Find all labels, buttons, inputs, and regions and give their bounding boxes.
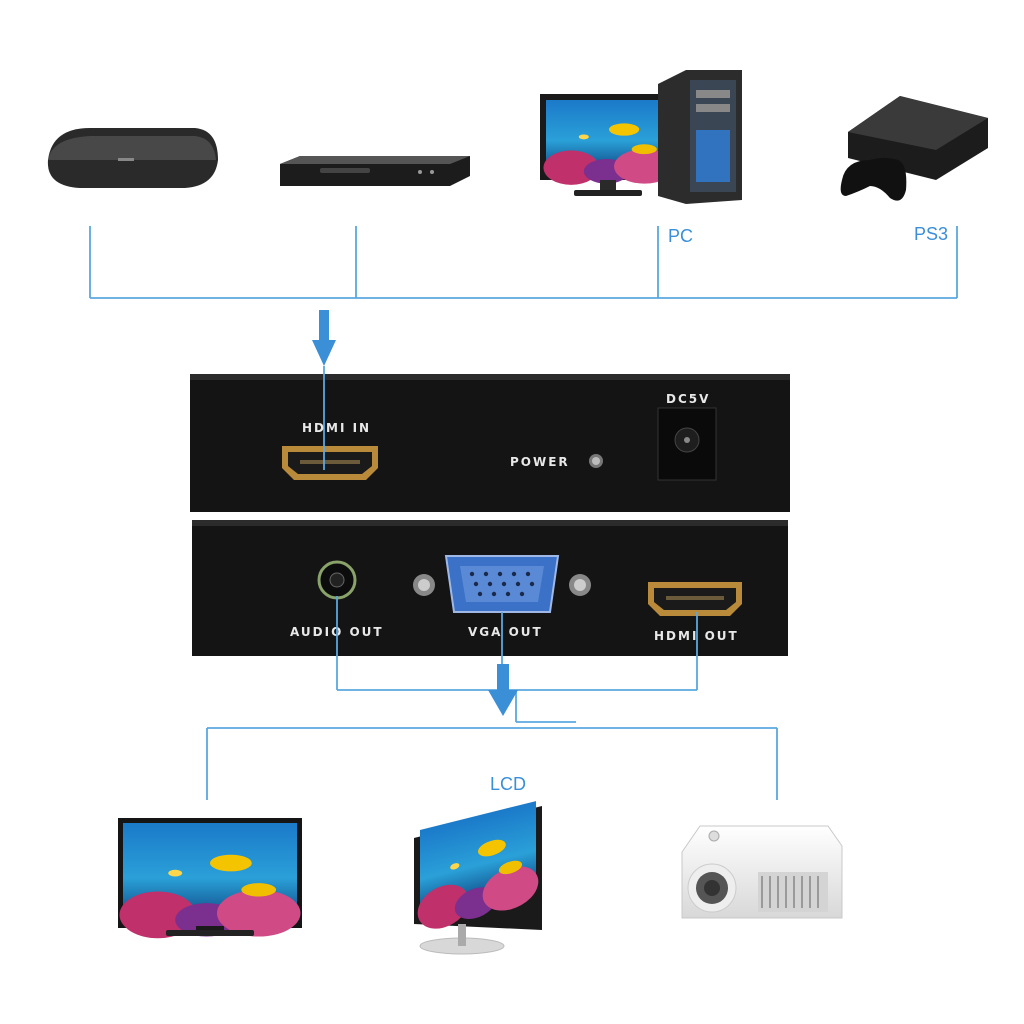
- converter-input-panel: HDMI IN POWER DC5V: [190, 366, 790, 512]
- vga-screw-right-icon: [569, 574, 591, 596]
- vga-out-port-icon: [446, 556, 558, 612]
- lcd-label: LCD: [490, 774, 526, 794]
- hdmi-out-port-icon: [648, 582, 742, 616]
- input-connector-lines: [90, 226, 957, 298]
- tv-icon: [118, 818, 302, 938]
- vga-screw-left-icon: [413, 574, 435, 596]
- projector-icon: [682, 826, 842, 918]
- dvd-player-icon: [280, 156, 470, 186]
- ps3-icon: [841, 96, 988, 201]
- dc-label: DC5V: [666, 392, 710, 406]
- dc-jack-icon: [658, 408, 716, 480]
- ps3-label: PS3: [914, 224, 948, 244]
- power-led-icon: [589, 454, 603, 468]
- lcd-monitor-icon: [414, 800, 542, 954]
- output-arrow-icon: [488, 664, 518, 716]
- input-arrow-icon: [312, 310, 336, 366]
- set-top-box-icon: [48, 128, 218, 188]
- converter-output-panel: AUDIO OUT VGA OUT HDMI OUT: [192, 520, 788, 656]
- vga-out-label: VGA OUT: [468, 625, 543, 639]
- hdmi-in-port-icon: [282, 446, 378, 480]
- power-label: POWER: [510, 455, 570, 469]
- pc-label: PC: [668, 226, 693, 246]
- hdmi-in-label: HDMI IN: [302, 421, 371, 435]
- audio-out-port-icon: [319, 562, 355, 598]
- pc-icon: [540, 70, 742, 204]
